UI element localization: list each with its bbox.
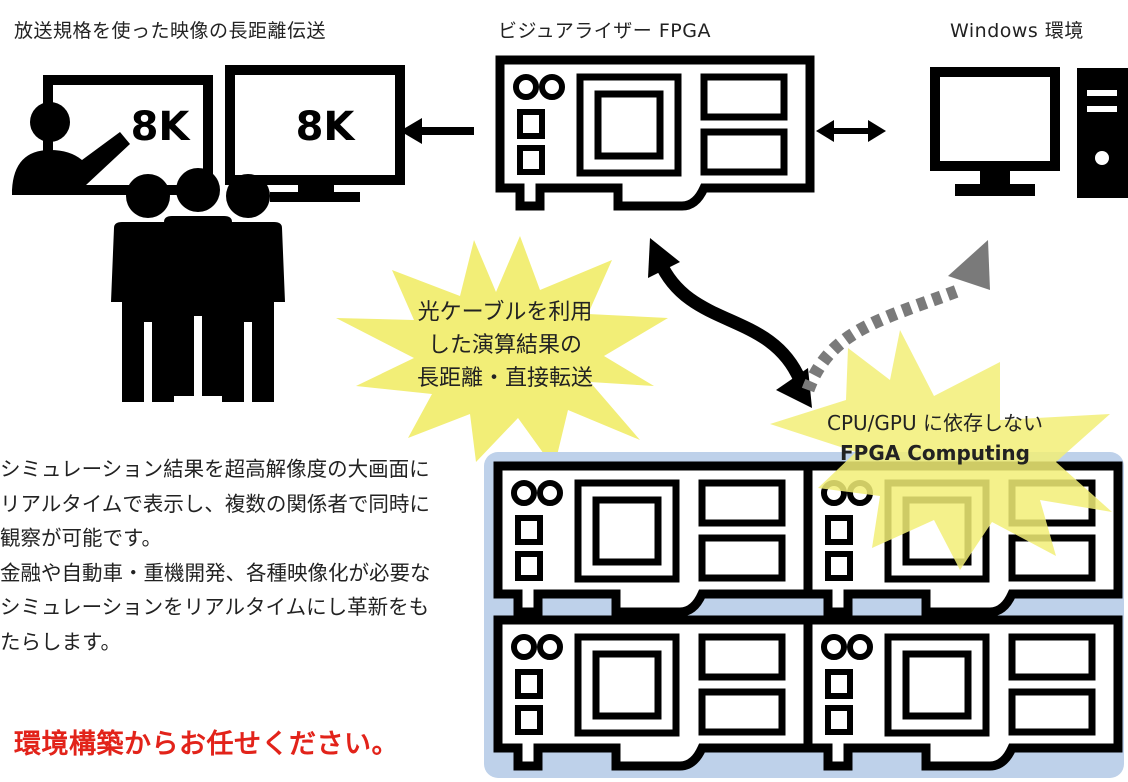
cta-text: 環境構築からお任せください。 <box>14 729 399 760</box>
monitor-8k: 8K <box>225 65 405 202</box>
label-broadcast: 放送規格を使った映像の長距離伝送 <box>14 20 327 42</box>
burst-right <box>770 330 1112 570</box>
presenter-screen: 8K <box>12 75 213 195</box>
monitor-base <box>270 192 360 202</box>
presenter-head <box>30 102 70 142</box>
burst-left <box>336 236 668 468</box>
burst-left-line: 長距離・直接転送 <box>416 366 593 391</box>
label-visualizer: ビジュアライザー FPGA <box>498 20 711 42</box>
double-arrow-icon <box>816 120 886 142</box>
burst-left-text: 光ケーブルを利用 した演算結果の 長距離・直接転送 <box>380 296 630 395</box>
arrow-left-icon <box>400 118 474 144</box>
monitor-frame <box>225 65 405 185</box>
visualizer-fpga-card <box>500 60 810 206</box>
pc-power-light <box>1095 151 1109 165</box>
burst-right-text: CPU/GPU に依存しない FPGA Computing <box>800 408 1070 468</box>
screen-label-right: 8K <box>296 104 357 150</box>
description-paragraph: 金融や自動車・重機開発、各種映像化が必要なシミュレーションをリアルタイムにし革新… <box>0 560 431 654</box>
pc-monitor-neck <box>980 166 1010 188</box>
pc-tower-slot-2 <box>1087 106 1117 112</box>
label-windows: Windows 環境 <box>950 20 1084 42</box>
cluster-fpga-card <box>808 620 1118 766</box>
description: シミュレーション結果を超高解像度の大画面にリアルタイムで表示し、複数の関係者で同… <box>0 452 440 659</box>
pc-tower <box>1077 68 1128 198</box>
monitor-neck <box>298 180 334 194</box>
description-paragraph: シミュレーション結果を超高解像度の大画面にリアルタイムで表示し、複数の関係者で同… <box>0 457 430 550</box>
pc-monitor-base <box>955 184 1035 196</box>
curved-arrow-icon <box>648 238 812 408</box>
presenter-body <box>12 132 130 195</box>
pc-tower-slot <box>1087 90 1117 96</box>
cluster-fpga-card <box>498 466 808 612</box>
burst-right-line: FPGA Computing <box>840 441 1030 465</box>
screen-label-left: 8K <box>131 104 192 150</box>
pc-monitor-frame <box>930 67 1060 171</box>
burst-right-line: CPU/GPU に依存しない <box>827 411 1043 435</box>
burst-left-line: 光ケーブルを利用 <box>417 300 593 325</box>
people-group-icon <box>111 168 285 402</box>
dashed-arrow-icon <box>801 240 990 393</box>
cluster-fpga-card <box>498 620 808 766</box>
burst-left-line: した演算結果の <box>427 333 582 358</box>
windows-pc-icon <box>930 67 1128 198</box>
